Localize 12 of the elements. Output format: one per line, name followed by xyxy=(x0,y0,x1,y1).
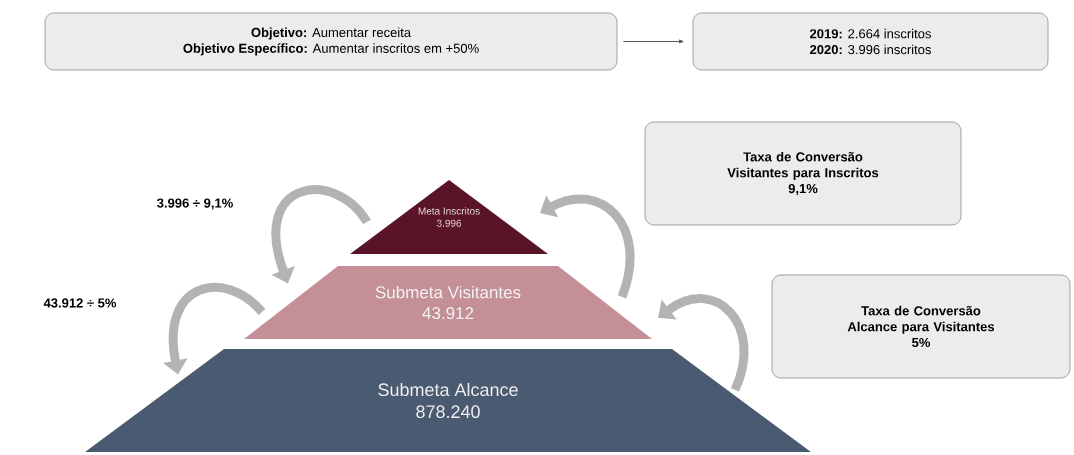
rate-box: Taxa de Conversão Alcance para Visitantes 5% xyxy=(771,274,1071,379)
text-box: 2019: 2.664 inscritos 2020: 3.996 inscritos xyxy=(692,12,1049,71)
pyramid-top: Meta Inscritos 3.996 xyxy=(350,180,548,254)
pyramid-tier: Submeta Visitantes 43.912 xyxy=(244,266,652,339)
arrow xyxy=(622,39,684,44)
edge-label: 3.996 ÷ 9,1% xyxy=(157,198,233,210)
edge-label: 43.912 ÷ 5% xyxy=(43,298,117,308)
pyramid-tier: Submeta Alcance 878.240 xyxy=(85,349,811,452)
curved-arrow xyxy=(658,294,749,392)
curved-arrow xyxy=(540,194,635,299)
rate-box: Taxa de Conversão Visitantes para Inscritos 9,1% xyxy=(644,121,962,226)
text-box: Objetivo: Aumentar receita Objetivo Específico: Aumentar inscritos em +50% xyxy=(44,12,618,71)
